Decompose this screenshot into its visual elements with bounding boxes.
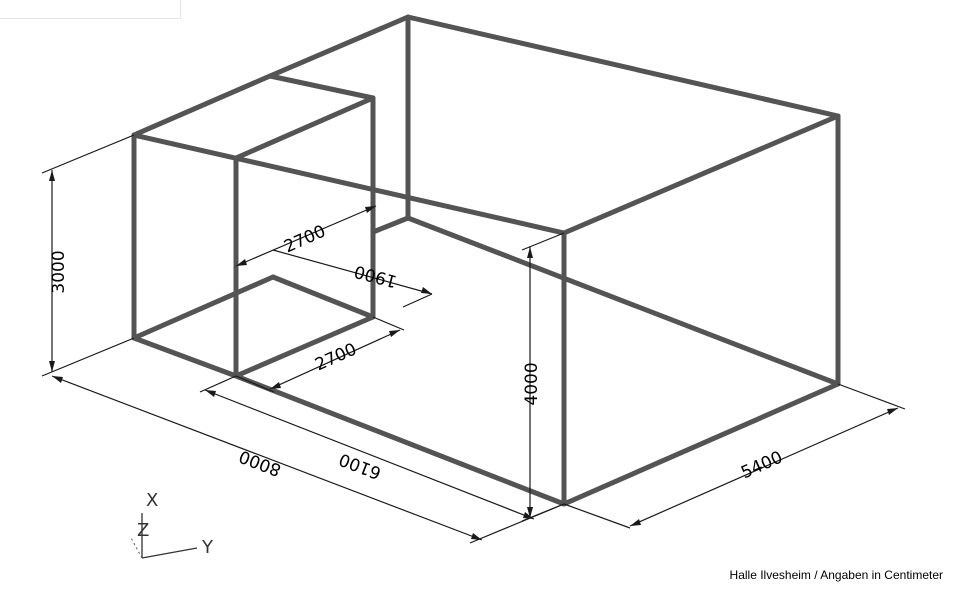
dim-5400-arrow-left: [630, 519, 641, 526]
dim-label-6100: 6100: [336, 449, 384, 483]
dim-4000-arrow-top: [527, 247, 533, 258]
dim-2700-bottom-ext-left: [235, 375, 275, 393]
dim-5400-line: [629, 407, 899, 527]
dimension-labels: 3000 4000 8000 6100 5400 2700 1900 2700: [49, 221, 786, 483]
x-axis-label: X: [146, 490, 158, 511]
dim-label-2700-top: 2700: [281, 221, 329, 257]
roof-edge-front: [131, 132, 567, 236]
back-floor-edge: [405, 215, 841, 387]
dim-label-8000: 8000: [236, 446, 284, 480]
y-axis-label: Y: [201, 537, 214, 558]
dim-6100-line: [204, 389, 535, 520]
dim-2700-top-arrow-right: [365, 206, 376, 213]
dim-2700-bottom-arrow-left: [270, 382, 281, 389]
dim-2700-bottom-arrow-right: [389, 330, 400, 337]
dim-3000-ext-top: [41, 134, 135, 174]
dim-label-2700-bottom: 2700: [312, 339, 360, 375]
dim-8000-ext-right: [469, 503, 565, 544]
dim-1900-ext: [402, 293, 433, 308]
dim-5400-ext-left: [563, 503, 631, 529]
dim-6100-ext-left: [199, 375, 237, 393]
roof-edge-back: [267, 14, 841, 119]
dim-3000-arrow-top: [49, 170, 55, 181]
dim-label-1900: 1900: [352, 261, 399, 292]
dim-8000-line: [51, 375, 483, 541]
hall-walls: [131, 14, 841, 507]
z-axis-label: Z: [137, 520, 149, 541]
dim-8000-arrow-left: [52, 376, 63, 383]
dimension-lines: [41, 134, 906, 544]
dim-3000-ext-bottom: [41, 337, 135, 377]
dim-label-5400: 5400: [738, 447, 786, 483]
corner-tab: [0, 0, 181, 19]
drawing-caption: Halle Ilvesheim / Angaben in Centimeter: [729, 568, 943, 582]
back-floor-joint: [370, 215, 411, 235]
dim-label-3000: 3000: [49, 250, 69, 293]
dim-2700-top-line: [235, 205, 377, 267]
dim-4000-ext-top: [521, 232, 565, 251]
dim-label-4000: 4000: [522, 362, 542, 405]
axis-indicator: X Y Z: [129, 490, 214, 559]
dim-2700-bottom-line: [269, 329, 401, 390]
dim-5400-ext-right: [837, 383, 906, 410]
dim-8000-arrow-right: [471, 533, 482, 540]
dim-6100-arrow-left: [205, 390, 216, 397]
dim-2700-top-arrow-left: [236, 259, 247, 266]
annex-top-edge: [233, 95, 376, 161]
dim-3000-arrow-bottom: [49, 361, 55, 372]
dim-1900-arrow: [421, 287, 432, 294]
dim-2700-bottom-ext-right: [372, 316, 405, 331]
dim-4000-arrow-bottom: [527, 507, 533, 518]
right-wall-outline: [561, 113, 841, 507]
annex-floor-edge: [131, 274, 276, 341]
dim-1900-line: [272, 249, 433, 295]
dim-5400-arrow-right: [887, 408, 898, 415]
annex-floor-edge-2: [270, 274, 376, 320]
dim-6100-arrow-right: [523, 512, 534, 519]
annex-outline: [131, 73, 376, 379]
z-axis-dashed: [129, 535, 143, 559]
front-floor-edge: [233, 373, 567, 507]
y-axis-line: [141, 547, 198, 559]
